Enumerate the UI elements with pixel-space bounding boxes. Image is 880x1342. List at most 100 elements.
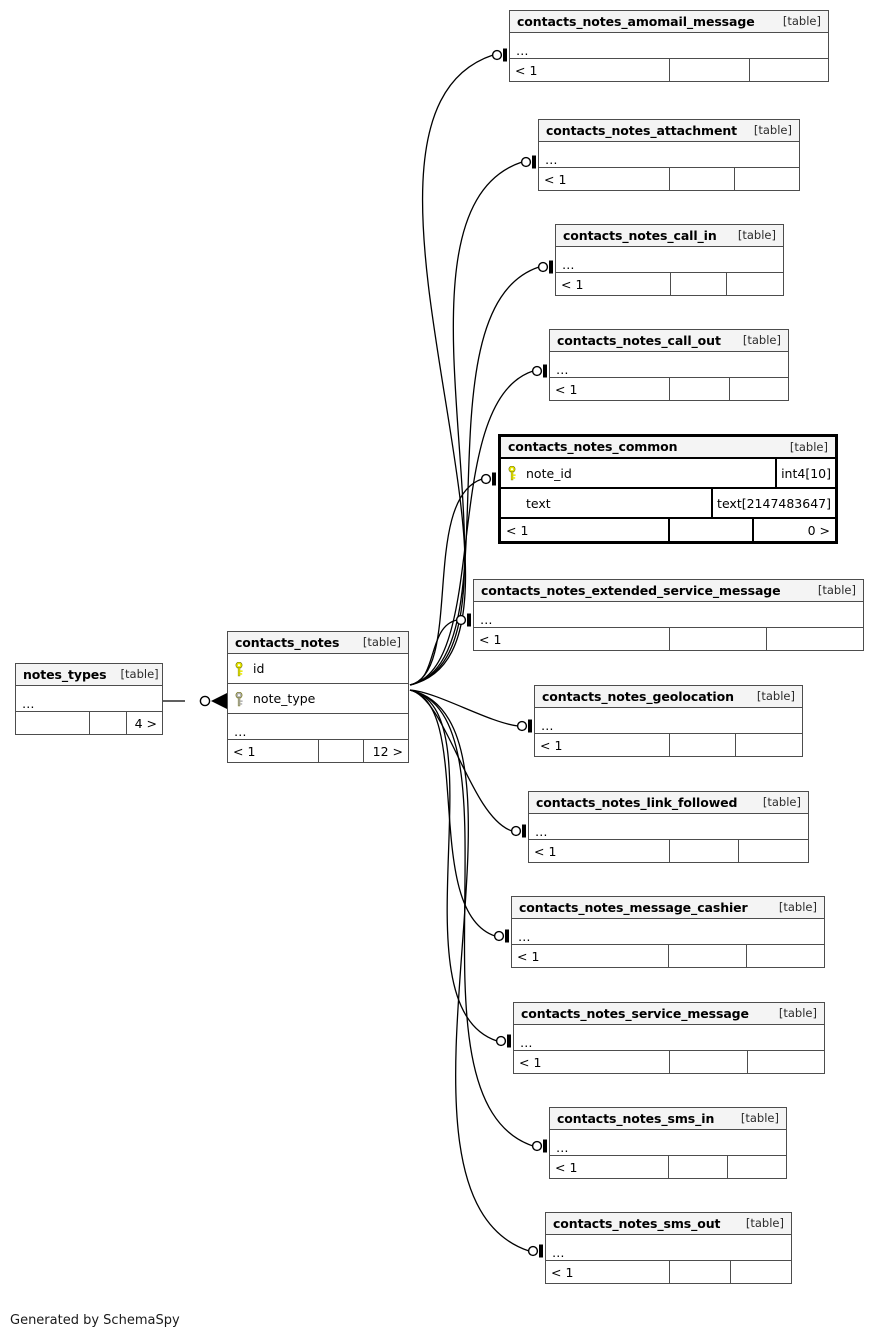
table-footer-contacts_notes_geolocation: < 1 bbox=[535, 734, 802, 756]
table-header-notes_types: notes_types[table] bbox=[16, 664, 162, 686]
table-name: contacts_notes_sms_out bbox=[553, 1215, 721, 1231]
footer-cell-2 bbox=[748, 59, 829, 81]
table-type-tag: [table] bbox=[778, 900, 817, 914]
table-box-contacts_notes_attachment[interactable]: contacts_notes_attachment[table]… < 1 bbox=[538, 119, 800, 191]
table-type-tag: [table] bbox=[753, 123, 792, 137]
table-name: contacts_notes bbox=[235, 634, 340, 650]
table-columns: … bbox=[16, 686, 162, 712]
table-name: contacts_notes_amomail_message bbox=[517, 13, 755, 29]
table-name: contacts_notes_geolocation bbox=[542, 688, 734, 704]
table-header-contacts_notes_call_out: contacts_notes_call_out[table] bbox=[550, 330, 788, 352]
footer-cell-0: < 1 bbox=[561, 276, 584, 292]
table-name: contacts_notes_common bbox=[508, 439, 678, 454]
footer-cell-2 bbox=[729, 1261, 791, 1283]
table-box-contacts_notes_amomail_message[interactable]: contacts_notes_amomail_message[table]…< … bbox=[509, 10, 829, 82]
table-name: contacts_notes_call_out bbox=[557, 332, 721, 348]
ellipsis-label: … bbox=[518, 929, 532, 944]
table-name: contacts_notes_link_followed bbox=[536, 794, 738, 810]
table-header-contacts_notes_service_message: contacts_notes_service_message[table] bbox=[514, 1003, 824, 1025]
table-type-tag: [table] bbox=[362, 635, 401, 649]
table-box-contacts_notes_sms_out[interactable]: contacts_notes_sms_out[table]… < 1 bbox=[545, 1212, 792, 1284]
table-footer-contacts_notes_common: < 1 0 > bbox=[501, 519, 835, 541]
cardinality-marker-zero-or-one bbox=[537, 260, 553, 274]
ellipsis-label: … bbox=[556, 362, 570, 377]
column-type-cell: text[2147483647] bbox=[711, 489, 835, 517]
table-header-contacts_notes_sms_out: contacts_notes_sms_out[table] bbox=[546, 1213, 791, 1235]
table-row-ellipsis: … bbox=[512, 919, 824, 945]
table-box-contacts_notes_call_out[interactable]: contacts_notes_call_out[table]…< 1 bbox=[549, 329, 789, 401]
table-footer-contacts_notes: < 1 12 > bbox=[228, 740, 408, 762]
ellipsis-label: … bbox=[556, 1140, 570, 1155]
footer-cell-2 bbox=[746, 945, 824, 967]
footer-cell-2 bbox=[734, 168, 799, 190]
footer-cell-0: < 1 bbox=[551, 1264, 574, 1280]
column-name-cell: id bbox=[228, 661, 408, 676]
primary-key-icon bbox=[234, 661, 247, 676]
table-box-notes_types[interactable]: notes_types[table]…4 > bbox=[15, 663, 163, 735]
footer-cell-2 bbox=[735, 734, 802, 756]
footer-cell-1 bbox=[668, 945, 746, 967]
table-columns: … bbox=[535, 708, 802, 734]
table-row-ellipsis: … bbox=[550, 352, 788, 378]
footer-cell-1 bbox=[669, 273, 727, 295]
table-footer-contacts_notes_call_in: < 1 bbox=[556, 273, 783, 295]
table-header-contacts_notes_call_in: contacts_notes_call_in[table] bbox=[556, 225, 783, 247]
table-header-contacts_notes: contacts_notes [table] bbox=[228, 632, 408, 654]
table-columns: … bbox=[550, 1130, 786, 1156]
table-type-tag: [table] bbox=[789, 439, 828, 454]
column-label: id bbox=[253, 661, 265, 676]
primary-key-icon bbox=[507, 466, 520, 481]
footer-cell-0: < 1 bbox=[233, 743, 256, 759]
table-name: contacts_notes_message_cashier bbox=[519, 899, 748, 915]
footer-cell-2 bbox=[726, 273, 783, 295]
table-box-contacts_notes_call_in[interactable]: contacts_notes_call_in[table]… < 1 bbox=[555, 224, 784, 296]
footer-cell-0: < 1 bbox=[540, 737, 563, 753]
relationship-line bbox=[409, 689, 498, 1042]
table-box-contacts_notes_message_cashier[interactable]: contacts_notes_message_cashier[table]…< … bbox=[511, 896, 825, 968]
column-type-cell: int4[10] bbox=[775, 459, 835, 487]
table-columns: … bbox=[556, 247, 783, 273]
table-row-ellipsis: … bbox=[546, 1235, 791, 1261]
footer-cell-2 bbox=[727, 1156, 786, 1178]
table-row-ellipsis: … bbox=[539, 142, 799, 168]
table-box-contacts_notes_service_message[interactable]: contacts_notes_service_message[table]…< … bbox=[513, 1002, 825, 1074]
cardinality-marker-zero-or-one bbox=[510, 824, 526, 838]
footer-cell-2: 12 > bbox=[363, 740, 408, 762]
generated-by-label: Generated by SchemaSpy bbox=[10, 1313, 180, 1328]
footer-cell-0: < 1 bbox=[506, 522, 529, 538]
cardinality-marker-zero-or-one bbox=[493, 929, 509, 943]
column-name-cell: note_type bbox=[228, 691, 408, 706]
ellipsis-label: … bbox=[541, 718, 555, 733]
table-row-ellipsis: … bbox=[535, 708, 802, 734]
cardinality-marker-zero-or-one bbox=[491, 48, 507, 62]
footer-cell-1 bbox=[669, 378, 729, 400]
footer-cell-1 bbox=[668, 734, 736, 756]
table-header-contacts_notes_geolocation: contacts_notes_geolocation[table] bbox=[535, 686, 802, 708]
table-columns: … bbox=[550, 352, 788, 378]
table-name: contacts_notes_service_message bbox=[521, 1005, 749, 1021]
table-row-ellipsis: … bbox=[550, 1130, 786, 1156]
column-name-cell: note_id bbox=[501, 466, 775, 481]
footer-cell-0: < 1 bbox=[544, 171, 567, 187]
footer-cell-2: 0 > bbox=[751, 519, 836, 541]
ellipsis-label: … bbox=[22, 696, 36, 711]
footer-cell-0: < 1 bbox=[519, 1054, 542, 1070]
column-name-cell: text bbox=[501, 496, 711, 511]
cardinality-marker-zero-or-one bbox=[520, 155, 536, 169]
table-box-contacts_notes_geolocation[interactable]: contacts_notes_geolocation[table] … < 1 bbox=[534, 685, 803, 757]
table-name: contacts_notes_extended_service_message bbox=[481, 582, 781, 598]
table-footer-contacts_notes_amomail_message: < 1 bbox=[510, 59, 828, 81]
ellipsis-label: … bbox=[480, 612, 494, 627]
table-header-contacts_notes_attachment: contacts_notes_attachment[table] bbox=[539, 120, 799, 142]
table-box-contacts_notes_sms_in[interactable]: contacts_notes_sms_in[table]…< 1 bbox=[549, 1107, 787, 1179]
table-box-contacts_notes_extended_service_message[interactable]: contacts_notes_extended_service_message[… bbox=[473, 579, 864, 651]
ellipsis-label: … bbox=[516, 43, 530, 58]
relationship-line bbox=[409, 689, 513, 832]
table-box-contacts_notes_link_followed[interactable]: contacts_notes_link_followed[table]…< 1 bbox=[528, 791, 809, 863]
table-header-contacts_notes_extended_service_message: contacts_notes_extended_service_message[… bbox=[474, 580, 863, 602]
table-footer-contacts_notes_sms_in: < 1 bbox=[550, 1156, 786, 1178]
table-columns: … bbox=[546, 1235, 791, 1261]
